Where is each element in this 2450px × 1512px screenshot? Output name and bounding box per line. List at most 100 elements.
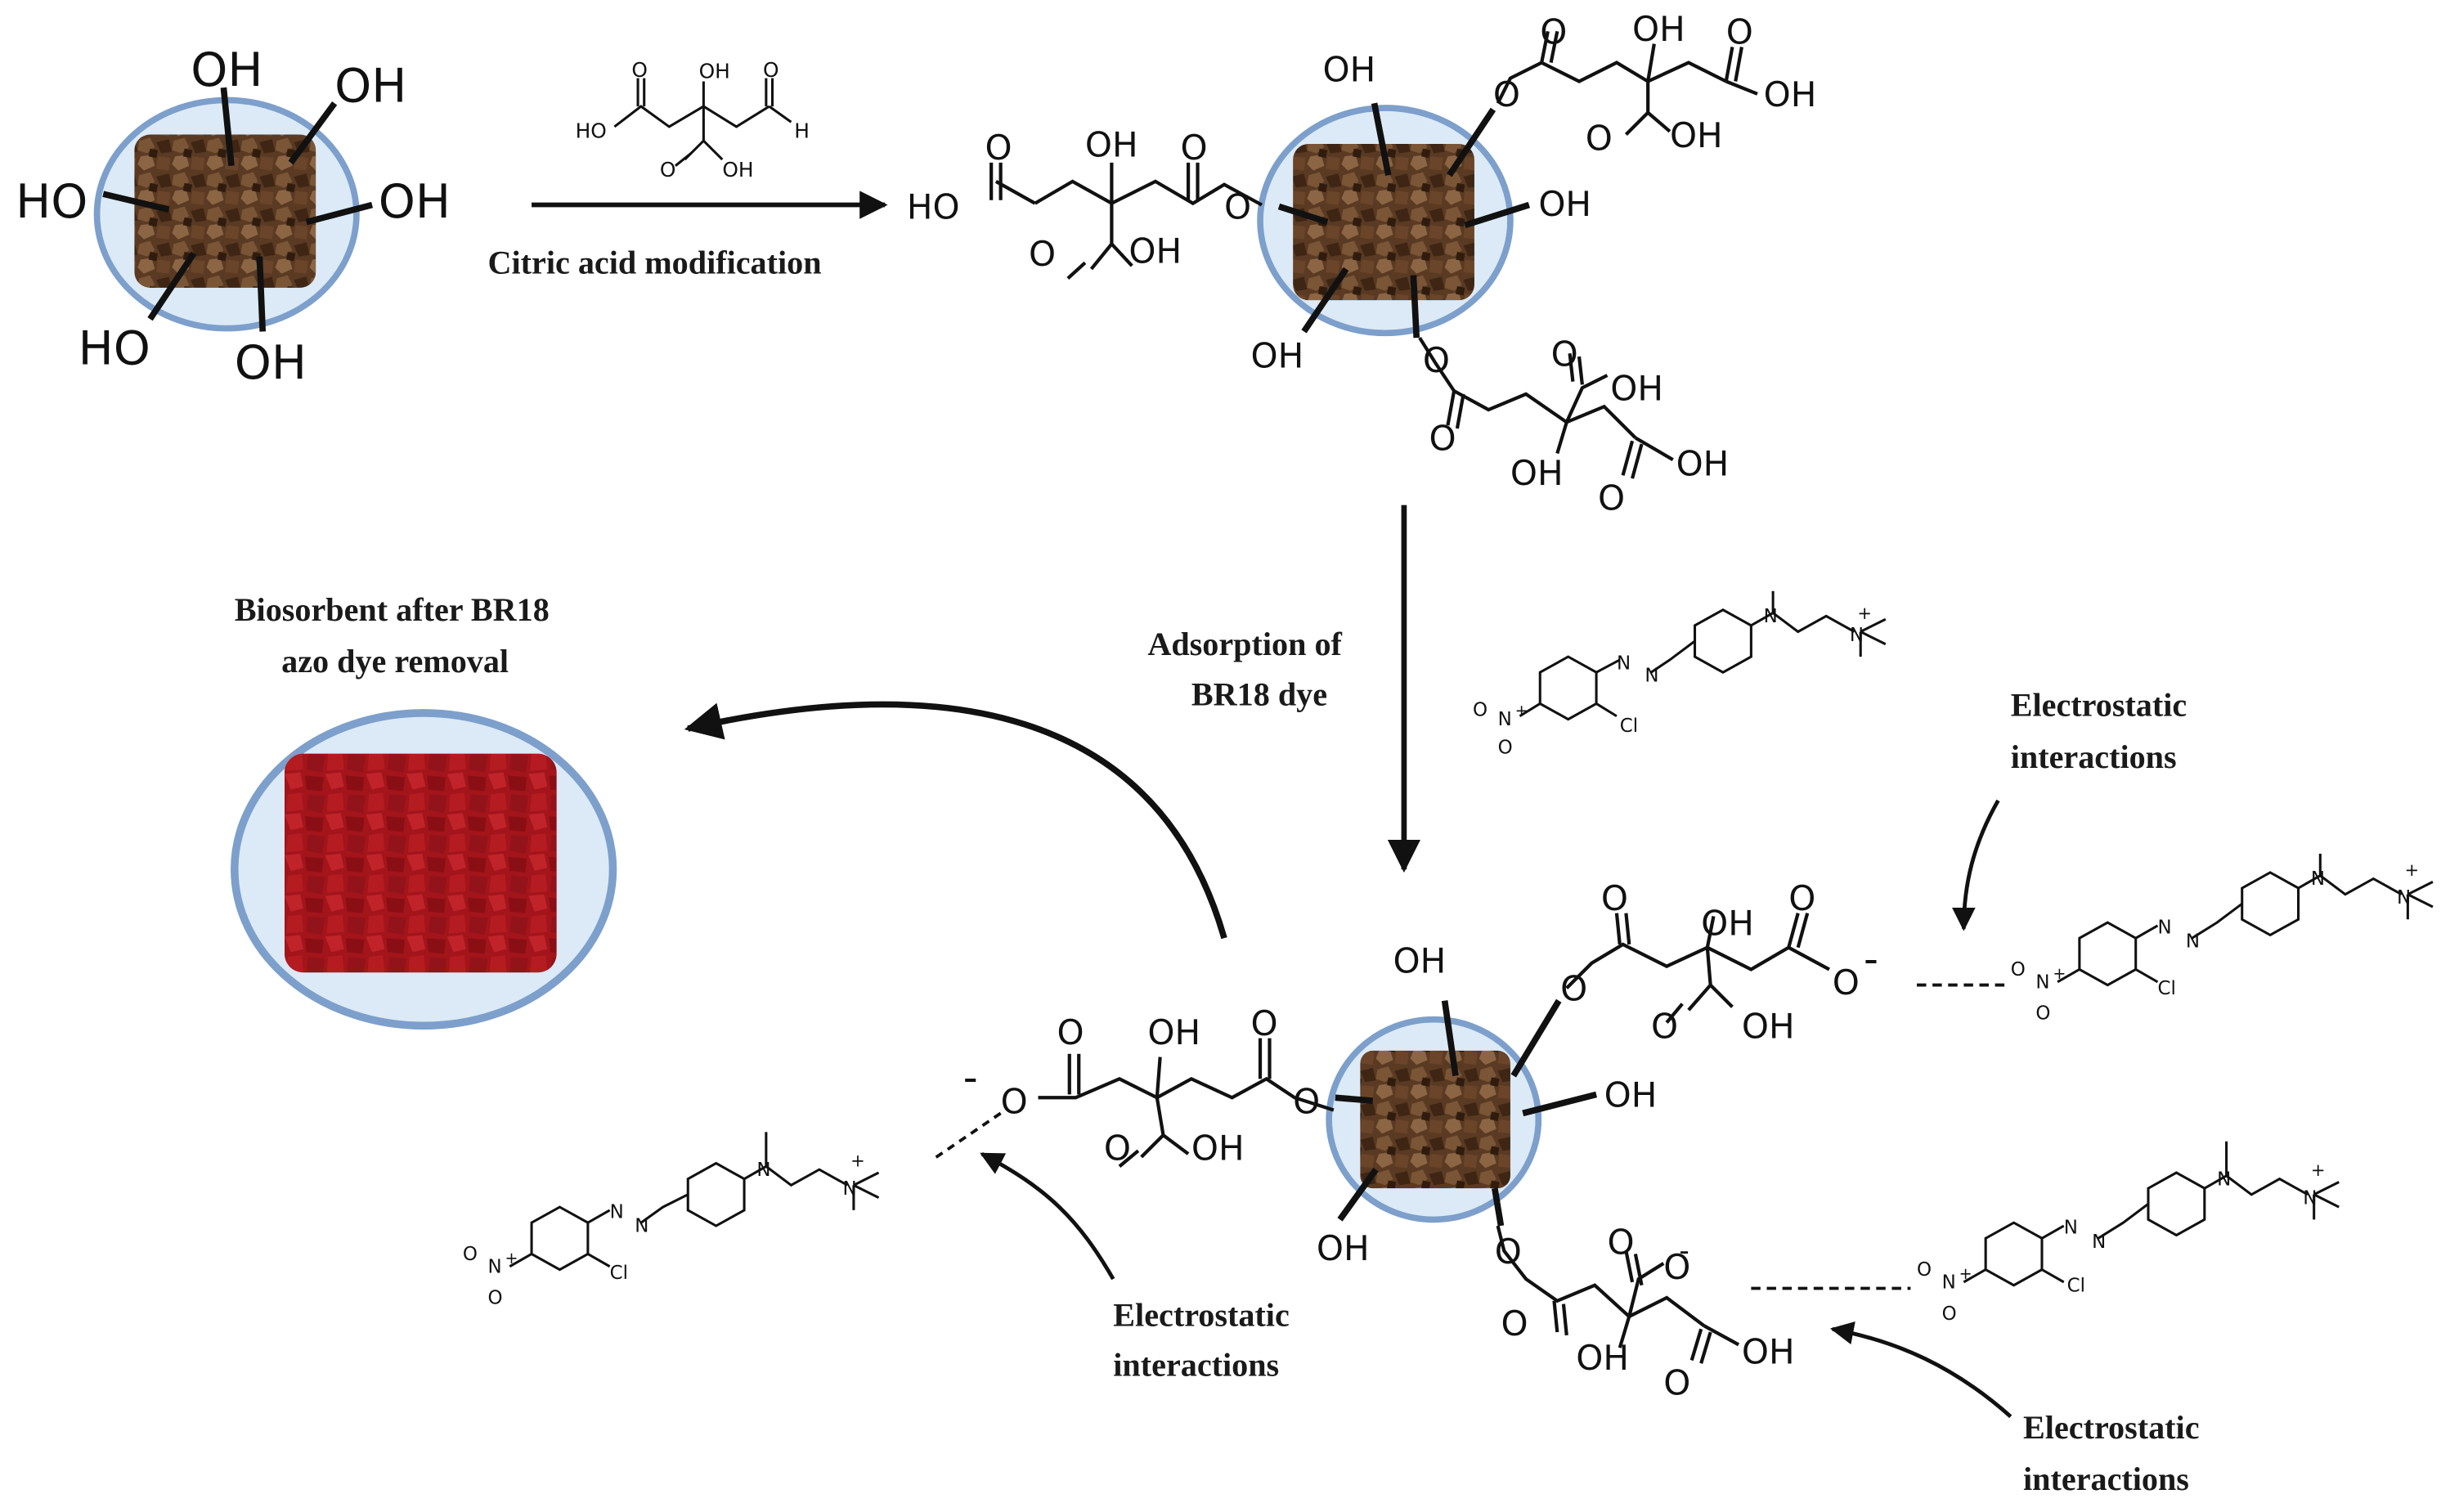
svg-text:OH: OH: [1742, 1331, 1795, 1371]
svg-text:OH: OH: [1610, 369, 1663, 409]
raw-biosorbent: OH OH OH HO HO OH: [16, 43, 451, 390]
svg-text:O: O: [1423, 340, 1450, 380]
svg-text:O: O: [1607, 1222, 1634, 1262]
modified-biosorbent: OH OH OH: [1251, 50, 1592, 376]
svg-text:+: +: [505, 1249, 518, 1267]
svg-text:OH: OH: [1510, 453, 1564, 493]
svg-text:O: O: [1942, 1303, 1957, 1325]
interaction-label-left-1: Electrostatic: [1113, 1296, 1289, 1333]
interaction-label-left-2: interactions: [1113, 1347, 1279, 1384]
svg-text:HO: HO: [907, 187, 960, 227]
svg-text:N: N: [2303, 1187, 2317, 1209]
dyed-biosorbent: [231, 709, 617, 1030]
svg-text:N: N: [1764, 606, 1778, 627]
svg-text:OH: OH: [722, 158, 753, 182]
svg-text:O: O: [763, 58, 779, 82]
svg-text:H: H: [794, 119, 810, 142]
svg-text:OH: OH: [1317, 1228, 1370, 1268]
svg-text:OH: OH: [1538, 184, 1591, 224]
svg-text:O: O: [1788, 878, 1815, 918]
svg-text:+: +: [1515, 702, 1528, 720]
svg-text:O: O: [1029, 234, 1056, 274]
svg-text:O: O: [1293, 1081, 1320, 1121]
svg-text:OH: OH: [1604, 1075, 1658, 1115]
svg-text:O: O: [1663, 1363, 1690, 1403]
svg-text:N: N: [2064, 1218, 2078, 1239]
svg-text:-: -: [1679, 1235, 1689, 1267]
br18-dye-molecule: N N N N + N O O + Cl: [1473, 590, 1887, 759]
svg-text:O: O: [2011, 959, 2026, 980]
svg-text:O: O: [1001, 1081, 1028, 1121]
svg-text:OH: OH: [334, 58, 406, 113]
svg-text:N: N: [756, 1160, 770, 1181]
svg-text:O: O: [488, 1288, 503, 1309]
svg-text:N: N: [2035, 971, 2049, 993]
svg-text:OH: OH: [1393, 940, 1447, 980]
svg-text:OH: OH: [1742, 1007, 1795, 1047]
interaction-arrow-bottom: [1829, 1321, 2012, 1419]
svg-text:O: O: [1429, 419, 1456, 459]
svg-text:OH: OH: [1251, 335, 1304, 375]
svg-text:N: N: [2217, 1169, 2231, 1190]
svg-text:N: N: [610, 1201, 624, 1223]
svg-text:O: O: [1586, 119, 1613, 159]
after-label-2: azo dye removal: [281, 643, 509, 680]
svg-text:O: O: [1601, 878, 1628, 918]
bound-dye-left: [509, 1132, 880, 1272]
svg-text:OH: OH: [191, 43, 262, 97]
svg-text:N: N: [2157, 918, 2171, 939]
svg-text:O: O: [1493, 74, 1520, 114]
svg-text:O: O: [1251, 1003, 1278, 1043]
svg-text:-: -: [963, 1054, 978, 1101]
svg-text:N: N: [635, 1216, 648, 1237]
svg-text:+: +: [850, 1150, 865, 1170]
svg-text:OH: OH: [1191, 1128, 1245, 1169]
svg-text:N: N: [1645, 666, 1658, 687]
adsorption-label-2: BR18 dye: [1191, 675, 1327, 712]
svg-text:O: O: [1495, 1232, 1522, 1272]
svg-text:OH: OH: [1085, 124, 1138, 164]
interaction-label-bottom-2: interactions: [2023, 1460, 2189, 1497]
svg-text:-: -: [1864, 935, 1878, 982]
bound-dye-right-lower: [1963, 1141, 2340, 1287]
svg-text:O: O: [985, 128, 1012, 168]
svg-text:OH: OH: [1632, 9, 1685, 49]
interaction-label-top-2: interactions: [2011, 738, 2177, 775]
svg-text:+: +: [1857, 603, 1872, 623]
svg-text:N: N: [2186, 931, 2200, 953]
svg-text:O: O: [1104, 1128, 1131, 1169]
svg-text:OH: OH: [379, 174, 451, 229]
svg-text:N: N: [1850, 625, 1864, 646]
svg-text:N: N: [2311, 868, 2325, 890]
svg-text:O: O: [2035, 1003, 2050, 1025]
svg-text:OH: OH: [1147, 1012, 1200, 1052]
svg-text:+: +: [2311, 1160, 2326, 1180]
loaded-biosorbent: OH OH OH: [1317, 940, 1658, 1268]
svg-text:O: O: [1663, 1247, 1690, 1287]
svg-text:O: O: [631, 58, 648, 82]
svg-text:O: O: [1498, 738, 1513, 759]
svg-text:N: N: [843, 1178, 857, 1200]
svg-text:N: N: [488, 1256, 502, 1277]
svg-text:OH: OH: [1764, 74, 1817, 114]
svg-text:N: N: [1498, 709, 1512, 730]
interaction-label-bottom-1: Electrostatic: [2023, 1409, 2199, 1446]
svg-text:O: O: [1560, 969, 1587, 1009]
svg-text:O: O: [1224, 187, 1251, 227]
svg-text:Cl: Cl: [610, 1263, 628, 1284]
svg-text:O: O: [1833, 962, 1860, 1003]
svg-text:OH: OH: [1670, 115, 1723, 155]
svg-text:Cl: Cl: [1620, 716, 1638, 737]
svg-text:O: O: [1057, 1012, 1084, 1052]
svg-text:HO: HO: [16, 174, 88, 229]
svg-text:N: N: [1942, 1272, 1956, 1294]
citric-acid-structure: [613, 78, 792, 167]
svg-text:N: N: [1617, 653, 1631, 674]
svg-text:O: O: [1598, 478, 1625, 518]
svg-text:OH: OH: [1701, 903, 1754, 943]
svg-text:O: O: [1651, 1007, 1678, 1047]
svg-text:N: N: [2397, 887, 2411, 909]
svg-text:O: O: [1473, 700, 1488, 721]
svg-text:+: +: [2405, 859, 2420, 880]
